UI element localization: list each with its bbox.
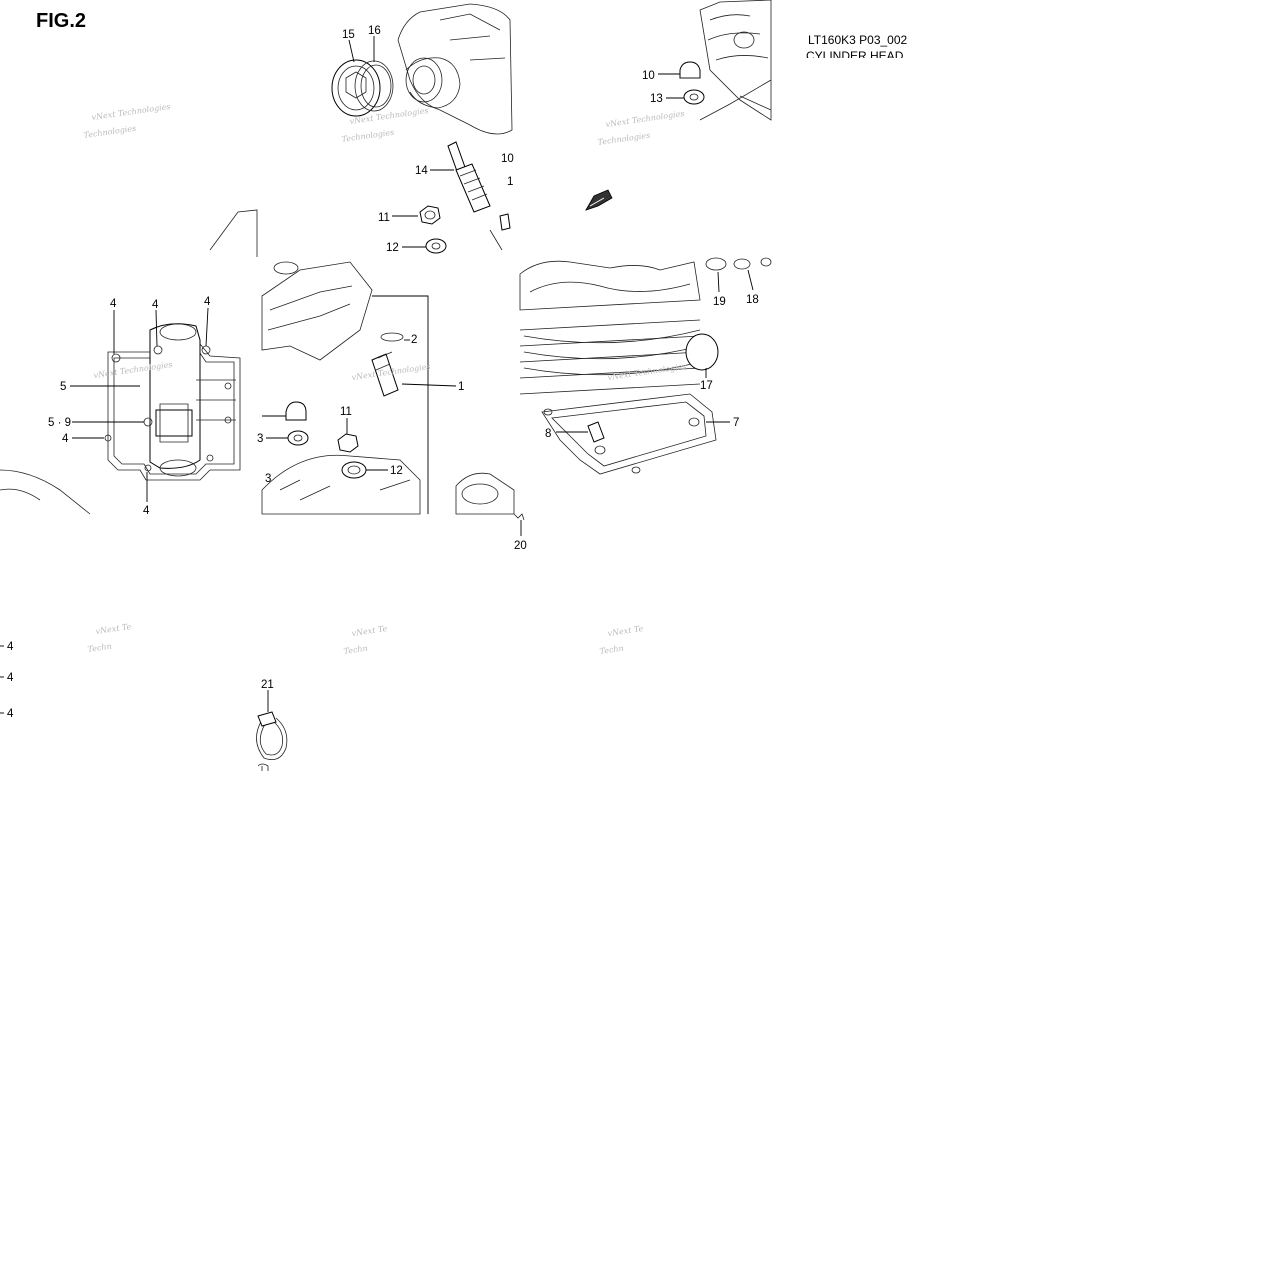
callout-18: 18 bbox=[746, 294, 759, 306]
callout-8: 8 bbox=[545, 428, 551, 440]
callout-labels: 15 16 10 13 14 10 1 11 12 19 18 4 4 4 5 … bbox=[7, 25, 759, 720]
callout-5: 5 bbox=[60, 381, 66, 393]
figure-title: FIG.2 bbox=[36, 10, 87, 32]
part-10-cap-nut-mid bbox=[285, 401, 307, 421]
part-18-bolt bbox=[733, 257, 772, 270]
watermark: Techn bbox=[343, 644, 368, 656]
callout-20: 20 bbox=[514, 540, 527, 552]
callout-14: 14 bbox=[415, 165, 428, 177]
callout-4: 4 bbox=[7, 708, 14, 720]
callout-4: 4 bbox=[152, 299, 159, 311]
callout-4: 4 bbox=[143, 505, 150, 517]
watermark: Techn bbox=[87, 642, 112, 654]
part-11-nut-mid bbox=[337, 433, 359, 453]
watermark: vNext Te bbox=[607, 624, 644, 638]
part-17-plug bbox=[685, 333, 719, 371]
part-2-circlip bbox=[380, 332, 404, 342]
callout-2: 2 bbox=[411, 334, 417, 346]
callout-4: 4 bbox=[204, 296, 211, 308]
tile-clamp bbox=[0, 645, 288, 771]
callout-21: 21 bbox=[261, 679, 274, 691]
callout-4: 4 bbox=[110, 298, 117, 310]
callout-12: 12 bbox=[386, 242, 399, 254]
callout-11: 11 bbox=[340, 406, 352, 418]
callout-7: 7 bbox=[733, 417, 739, 429]
tile-cylinder bbox=[513, 257, 772, 536]
watermark: vNext Technologies bbox=[605, 109, 685, 129]
callout-17: 17 bbox=[700, 380, 713, 392]
watermark: vNext Technologies bbox=[607, 362, 687, 382]
callout-16: 16 bbox=[368, 25, 381, 37]
forward-arrow-icon bbox=[585, 189, 613, 211]
callout-19: 19 bbox=[713, 296, 726, 308]
tile-valve-cover-plugs bbox=[331, 3, 513, 254]
watermark: vNext Te bbox=[351, 624, 388, 638]
callout-3: 3 bbox=[257, 433, 263, 445]
callout-15: 15 bbox=[342, 29, 355, 41]
callout-1: 1 bbox=[458, 381, 464, 393]
callout-10: 10 bbox=[642, 70, 655, 82]
watermark: vNext Technologies bbox=[91, 102, 171, 122]
part-12-washer bbox=[425, 238, 447, 254]
watermark: Technologies bbox=[341, 128, 395, 144]
part-3-washer bbox=[287, 430, 309, 446]
callout-10: 10 bbox=[501, 153, 514, 165]
watermark: Technologies bbox=[597, 131, 651, 147]
callout-13: 13 bbox=[650, 93, 663, 105]
part-21-clamp bbox=[256, 711, 288, 771]
diagram-code: LT160K3 P03_002 bbox=[808, 33, 908, 47]
part-11-nut bbox=[419, 205, 441, 225]
callout-1-partial: 1 bbox=[507, 176, 513, 188]
diagram-subtitle: CYLINDER HEAD bbox=[806, 49, 904, 58]
callout-4: 4 bbox=[7, 672, 14, 684]
tile-cylinder-head bbox=[261, 261, 515, 515]
tile-cylinder-head-top bbox=[585, 0, 772, 211]
watermark: Techn bbox=[599, 644, 624, 656]
callout-5-9: 5 · 9 bbox=[48, 417, 71, 429]
part-13-washer bbox=[683, 89, 705, 105]
part-14-spark-plug bbox=[447, 141, 491, 213]
callout-4: 4 bbox=[62, 433, 69, 445]
callout-4: 4 bbox=[7, 641, 14, 653]
part-1-valve-guide bbox=[371, 351, 399, 397]
callout-3: 3 bbox=[265, 473, 271, 485]
watermark: vNext Te bbox=[95, 622, 132, 636]
part-15-plug bbox=[331, 59, 381, 117]
callout-12: 12 bbox=[390, 465, 403, 477]
watermark: Technologies bbox=[83, 124, 137, 140]
tile-valve-cover bbox=[0, 209, 258, 515]
part-8-dowel-pin bbox=[587, 421, 605, 443]
callout-11: 11 bbox=[378, 212, 390, 224]
part-19-o-ring bbox=[705, 257, 727, 271]
part-10-cap-nut bbox=[679, 61, 701, 79]
